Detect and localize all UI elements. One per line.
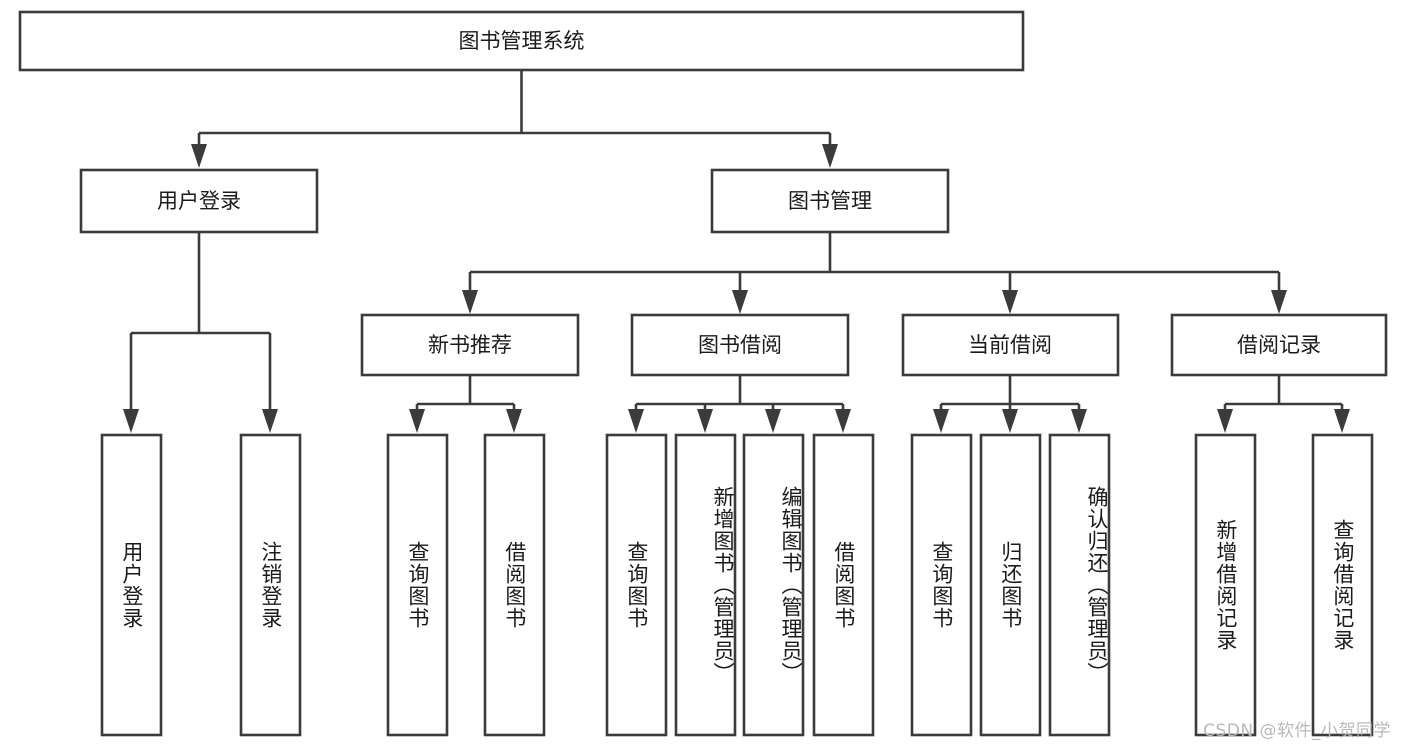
leaf-label-new-book-2: 借阅图书 xyxy=(502,541,527,629)
leaf-label-user-login-2: 注销登录 xyxy=(258,541,283,629)
arrow-to-record xyxy=(1271,290,1287,314)
node-new-book-recommend[interactable]: 新书推荐 xyxy=(360,313,580,377)
leaf-box-book-borrow-1[interactable] xyxy=(605,433,668,737)
borrow-record-box[interactable] xyxy=(1170,313,1388,377)
leaf-label-current-borrow-1: 查询图书 xyxy=(929,541,954,629)
leaf-box-current-borrow-1[interactable] xyxy=(910,433,973,737)
current-borrow-label: 当前借阅 xyxy=(968,333,1052,357)
arrow-ul-leaf1 xyxy=(123,409,139,433)
leaf-label-current-borrow-2: 归还图书 xyxy=(998,541,1023,629)
arrow-br-leaf1 xyxy=(1217,409,1233,433)
leaf-label-book-borrow-2: 新增图书（管理员） xyxy=(711,486,735,684)
book-management-label: 图书管理 xyxy=(788,189,872,213)
arrow-cb-leaf2 xyxy=(1002,409,1018,433)
leaf-boxes-borrow-record xyxy=(1194,433,1374,737)
node-user-login[interactable]: 用户登录 xyxy=(79,168,319,234)
leaf-boxes-book-borrow xyxy=(605,433,875,737)
leaf-box-new-book-1[interactable] xyxy=(386,433,449,737)
arrow-bb-leaf2 xyxy=(697,409,713,433)
leaf-label-user-login-1: 用户登录 xyxy=(119,541,144,629)
arrow-nb-leaf2 xyxy=(506,409,522,433)
user-login-box[interactable] xyxy=(79,168,319,234)
arrow-nb-leaf1 xyxy=(409,409,425,433)
edges-current-borrow-to-leaves xyxy=(933,375,1087,433)
leaf-label-book-borrow-4: 借阅图书 xyxy=(831,541,856,629)
arrow-bb-leaf3 xyxy=(765,409,781,433)
leaf-box-borrow-record-1[interactable] xyxy=(1194,433,1257,737)
leaf-label-borrow-record-2: 查询借阅记录 xyxy=(1330,519,1355,651)
arrow-ul-leaf2 xyxy=(262,409,278,433)
leaf-box-user-login-1[interactable] xyxy=(100,433,163,737)
leaf-label-book-borrow-3: 编辑图书（管理员） xyxy=(779,486,803,684)
current-borrow-box[interactable] xyxy=(901,313,1120,377)
arrow-to-book-mgmt xyxy=(822,144,838,168)
leaf-box-book-borrow-2[interactable] xyxy=(674,433,737,737)
book-borrow-label: 图书借阅 xyxy=(698,333,782,357)
arrow-to-borrow xyxy=(732,290,748,314)
leaf-box-new-book-2[interactable] xyxy=(483,433,546,737)
arrow-to-current xyxy=(1002,290,1018,314)
new-book-recommend-label: 新书推荐 xyxy=(428,333,512,357)
leaf-label-borrow-record-1: 新增借阅记录 xyxy=(1213,519,1238,651)
leaf-box-current-borrow-2[interactable] xyxy=(979,433,1042,737)
node-book-management[interactable]: 图书管理 xyxy=(710,168,950,234)
edges-user-login-to-leaves xyxy=(123,232,278,433)
edges-borrow-record-to-leaves xyxy=(1217,375,1350,433)
book-borrow-box[interactable] xyxy=(630,313,850,377)
leaf-box-book-borrow-4[interactable] xyxy=(812,433,875,737)
book-management-box[interactable] xyxy=(710,168,950,234)
arrow-to-new-book xyxy=(462,290,478,314)
leaf-boxes-current-borrow xyxy=(910,433,1111,737)
arrow-cb-leaf3 xyxy=(1071,409,1087,433)
edges-new-book-to-leaves xyxy=(409,375,522,433)
arrow-to-user-login xyxy=(191,144,207,168)
leaf-box-user-login-2[interactable] xyxy=(239,433,302,737)
node-book-borrow[interactable]: 图书借阅 xyxy=(630,313,850,377)
edges-book-mgmt-to-level3 xyxy=(462,232,1287,314)
root-box[interactable] xyxy=(18,10,1025,72)
leaf-label-current-borrow-3: 确认归还（管理员） xyxy=(1085,486,1109,684)
node-root[interactable]: 图书管理系统 xyxy=(18,10,1025,72)
node-borrow-record[interactable]: 借阅记录 xyxy=(1170,313,1388,377)
edges-root-to-level2 xyxy=(191,70,838,168)
arrow-bb-leaf1 xyxy=(628,409,644,433)
borrow-record-label: 借阅记录 xyxy=(1237,333,1321,357)
leaf-boxes-new-book-recommend xyxy=(386,433,546,737)
leaf-boxes-user-login xyxy=(100,433,302,737)
node-current-borrow[interactable]: 当前借阅 xyxy=(901,313,1120,377)
leaf-label-book-borrow-1: 查询图书 xyxy=(624,541,649,629)
arrow-cb-leaf1 xyxy=(933,409,949,433)
leaf-box-current-borrow-3[interactable] xyxy=(1048,433,1111,737)
user-login-label: 用户登录 xyxy=(157,189,241,213)
arrow-bb-leaf4 xyxy=(835,409,851,433)
leaf-box-book-borrow-3[interactable] xyxy=(742,433,805,737)
root-label: 图书管理系统 xyxy=(459,29,585,53)
leaf-box-borrow-record-2[interactable] xyxy=(1311,433,1374,737)
edges-book-borrow-to-leaves xyxy=(628,375,851,433)
leaf-label-new-book-1: 查询图书 xyxy=(405,541,430,629)
arrow-br-leaf2 xyxy=(1334,409,1350,433)
new-book-recommend-box[interactable] xyxy=(360,313,580,377)
